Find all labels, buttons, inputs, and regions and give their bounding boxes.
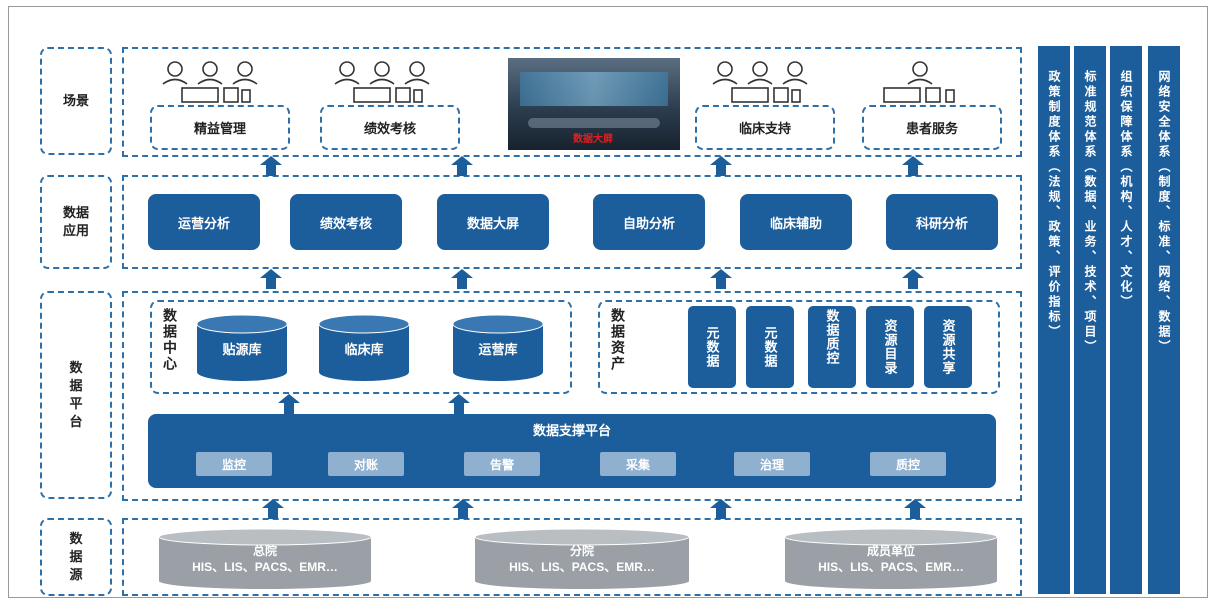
pillar-network-security-system: 网络安全体系（制度、标准、网络、数据）: [1148, 46, 1180, 594]
chip-monitor: 监控: [196, 452, 272, 476]
db-cylinder-source: 贴源库: [196, 314, 288, 382]
data-platform-layer: [122, 291, 1022, 501]
asset-metadata-1: 元数据: [688, 306, 736, 388]
up-arrow-icon: [260, 156, 282, 176]
scene-layer: [122, 47, 1022, 157]
source-systems: HIS、LIS、PACS、EMR…: [818, 560, 964, 574]
app-research-analysis: 科研分析: [886, 194, 998, 250]
db-cylinder-operation: 运营库: [452, 314, 544, 382]
up-arrow-icon: [262, 499, 284, 519]
data-source-layer: [122, 518, 1022, 596]
up-arrow-icon: [260, 269, 282, 289]
patient-group-icon: [883, 61, 955, 103]
app-operation-analysis: 运营分析: [148, 194, 260, 250]
up-arrow-icon: [452, 499, 474, 519]
source-cylinder-member: 成员单位 HIS、LIS、PACS、EMR…: [784, 528, 998, 590]
up-arrow-icon: [710, 499, 732, 519]
staff-group-icon: [712, 61, 808, 103]
up-arrow-icon: [902, 156, 924, 176]
asset-resource-catalog: 资源目录: [866, 306, 914, 388]
data-center-title: 数据中心: [162, 308, 178, 372]
up-arrow-icon: [902, 269, 924, 289]
pillar-organization-system: 组织保障体系（机构、人才、文化）: [1110, 46, 1142, 594]
staff-group-icon: [334, 61, 430, 103]
up-arrow-icon: [278, 394, 300, 414]
scene-lean-management: 精益管理: [150, 105, 290, 150]
source-name: 分院: [569, 544, 594, 558]
up-arrow-icon: [448, 394, 470, 414]
layer-label-data-source: 数据源: [40, 518, 112, 596]
source-systems: HIS、LIS、PACS、EMR…: [192, 560, 338, 574]
chip-govern: 治理: [734, 452, 810, 476]
source-cylinder-branch: 分院 HIS、LIS、PACS、EMR…: [474, 528, 690, 590]
support-platform: [148, 414, 996, 488]
up-arrow-icon: [710, 269, 732, 289]
db-cylinder-clinical: 临床库: [318, 314, 410, 382]
data-app-layer: [122, 175, 1022, 269]
app-data-screen: 数据大屏: [437, 194, 549, 250]
chip-quality: 质控: [870, 452, 946, 476]
scene-performance: 绩效考核: [320, 105, 460, 150]
pillar-standards-system: 标准规范体系（数据、业务、技术、项目）: [1074, 46, 1106, 594]
asset-resource-sharing: 资源共享: [924, 306, 972, 388]
asset-metadata-2: 元数据: [746, 306, 794, 388]
layer-label-data-app: 数据应用: [40, 175, 112, 269]
asset-data-quality: 数据质控: [808, 306, 856, 388]
pillar-policy-system: 政策制度体系（法规、政策、评价指标）: [1038, 46, 1070, 594]
up-arrow-icon: [451, 156, 473, 176]
layer-label-scene: 场景: [40, 47, 112, 155]
up-arrow-icon: [710, 156, 732, 176]
diagram-frame: [8, 6, 1208, 598]
command-center-caption: 数据大屏: [573, 134, 613, 145]
up-arrow-icon: [451, 269, 473, 289]
app-performance-review: 绩效考核: [290, 194, 402, 250]
app-clinical-assist: 临床辅助: [740, 194, 852, 250]
source-cylinder-main: 总院 HIS、LIS、PACS、EMR…: [158, 528, 372, 590]
up-arrow-icon: [904, 499, 926, 519]
source-name: 总院: [252, 544, 277, 558]
source-name: 成员单位: [866, 544, 915, 558]
layer-label-data-platform: 数据平台: [40, 291, 112, 499]
chip-alert: 告警: [464, 452, 540, 476]
scene-patient-service: 患者服务: [862, 105, 1002, 150]
support-platform-title: 数据支撑平台: [532, 423, 611, 438]
staff-group-icon: [162, 61, 258, 103]
chip-collect: 采集: [600, 452, 676, 476]
command-center-image: 数据大屏: [508, 58, 680, 150]
source-systems: HIS、LIS、PACS、EMR…: [509, 560, 655, 574]
app-self-analysis: 自助分析: [593, 194, 705, 250]
data-assets-title: 数据资产: [610, 308, 626, 372]
scene-clinical-support: 临床支持: [695, 105, 835, 150]
chip-reconcile: 对账: [328, 452, 404, 476]
